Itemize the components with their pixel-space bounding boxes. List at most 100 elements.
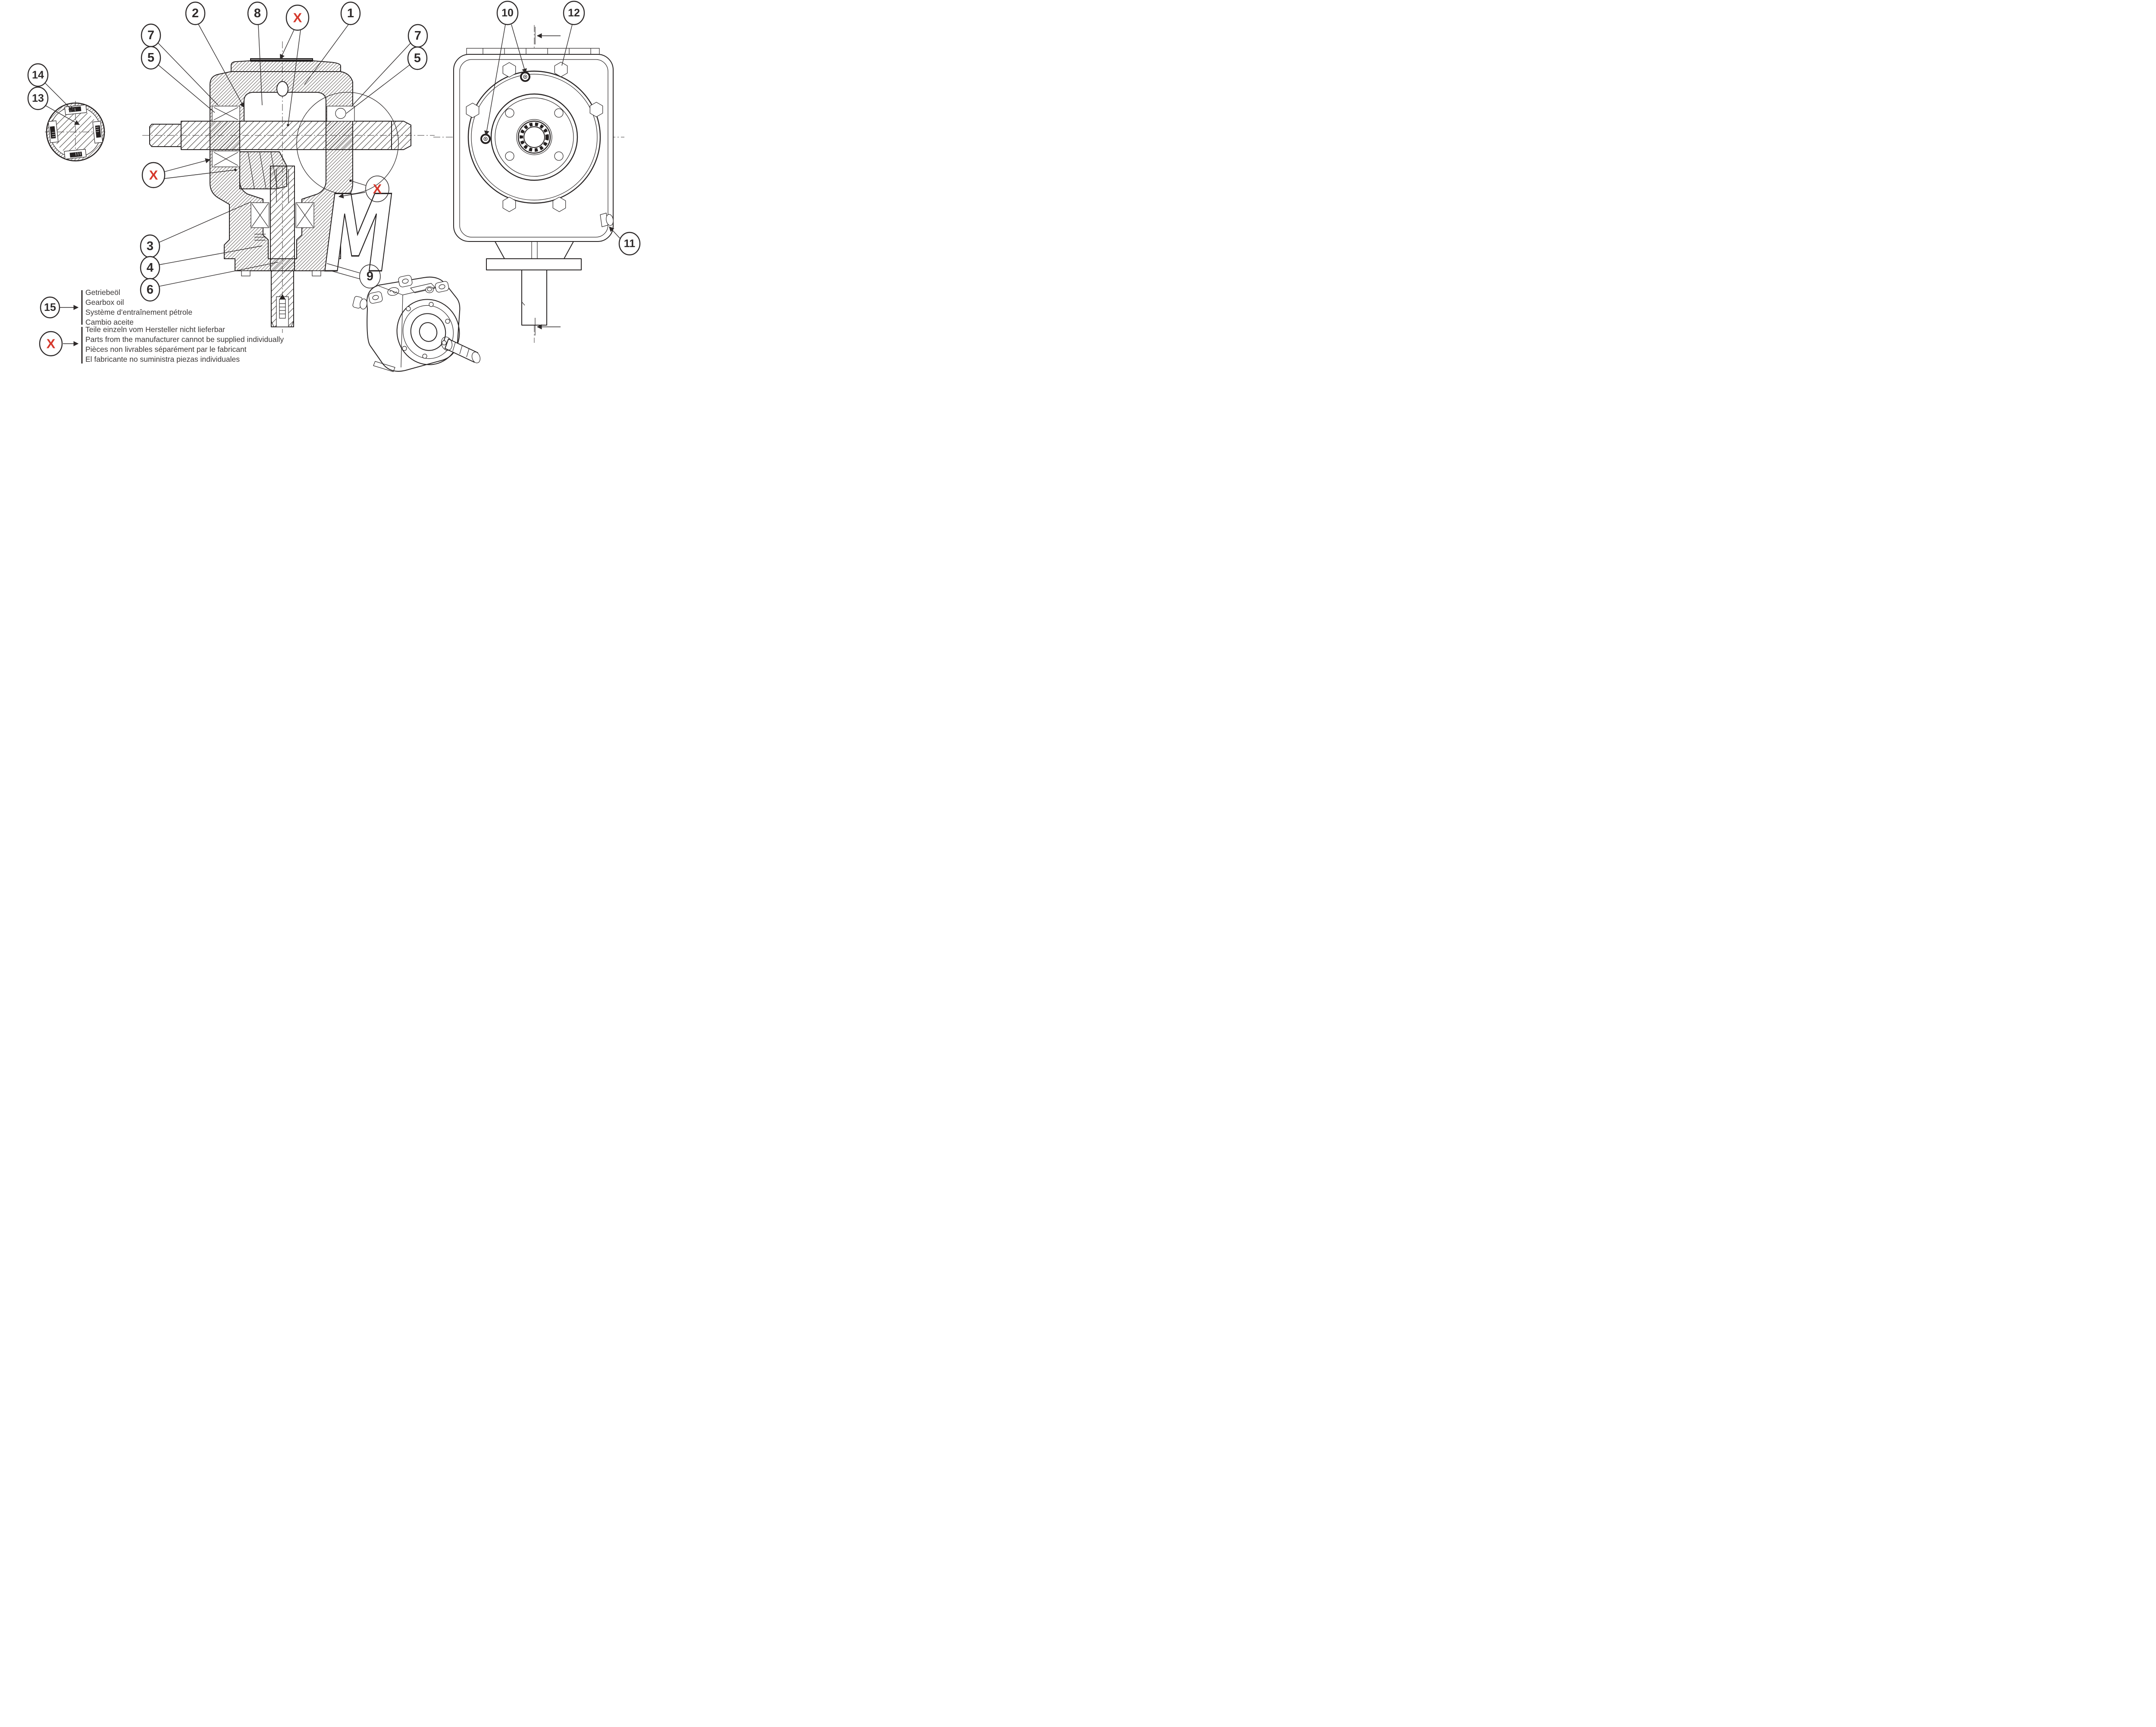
svg-text:M: M xyxy=(323,173,393,296)
svg-text:14: 14 xyxy=(32,69,44,81)
shaft-bore xyxy=(523,126,545,148)
iso-nameplate xyxy=(410,283,436,293)
grease-fitting-upper xyxy=(520,72,530,82)
gearbox-parts-diagram: M 14 13 7 5 2 8 xyxy=(0,0,670,375)
iso-rim-bolts xyxy=(402,302,450,359)
svg-text:X: X xyxy=(373,182,382,197)
callout-11: 11 xyxy=(618,232,641,256)
iso-view xyxy=(352,275,481,372)
legend-oil-line-es: Cambio aceite xyxy=(85,318,134,326)
svg-text:15: 15 xyxy=(44,301,56,313)
output-shaft-section xyxy=(271,270,294,327)
svg-text:X: X xyxy=(47,336,56,351)
detail-circle xyxy=(296,92,399,194)
input-shaft-right-end xyxy=(391,121,411,150)
dimension-arrow-bottom xyxy=(535,318,561,335)
svg-text:13: 13 xyxy=(32,92,44,104)
iso-input-stub xyxy=(352,296,367,310)
bearing-lower-left xyxy=(251,202,270,241)
svg-text:6: 6 xyxy=(147,283,154,297)
grease-fitting-lower xyxy=(480,134,491,144)
svg-text:X: X xyxy=(149,168,158,183)
callout-7-left: 7 xyxy=(141,23,161,47)
svg-text:1: 1 xyxy=(347,6,354,20)
callout-5-left: 5 xyxy=(141,46,161,70)
output-shaft-front xyxy=(521,270,547,326)
svg-text:7: 7 xyxy=(147,28,154,42)
iso-shaft-end xyxy=(471,351,481,364)
housing-outline xyxy=(453,54,614,242)
face-circle xyxy=(467,70,601,204)
lower-bell xyxy=(495,241,574,259)
breather-plug xyxy=(600,213,614,227)
callout-1: 1 xyxy=(340,1,361,25)
cover-circle-inner xyxy=(495,97,574,177)
callout-14: 14 xyxy=(27,63,49,87)
svg-text:X: X xyxy=(293,10,302,25)
iso-shaft-collar xyxy=(441,336,453,351)
svg-text:8: 8 xyxy=(254,6,261,20)
diagram-canvas: M 14 13 7 5 2 8 xyxy=(0,0,670,375)
oil-fill-bore xyxy=(276,81,288,97)
input-shaft-left-stub xyxy=(149,124,182,147)
bearing-top-left xyxy=(212,106,240,122)
svg-text:12: 12 xyxy=(568,7,580,19)
legend-oil-line-fr: Système d’entraînement pétrole xyxy=(85,308,192,317)
callout-9: 9 xyxy=(359,264,381,288)
svg-text:7: 7 xyxy=(414,29,421,43)
svg-text:5: 5 xyxy=(147,51,154,65)
iso-logo xyxy=(387,287,399,296)
cover-gasket-strip xyxy=(250,58,313,62)
callout-4: 4 xyxy=(140,256,160,280)
callout-8: 8 xyxy=(247,1,268,25)
legend-unavail-line-en: Parts from the manufacturer cannot be su… xyxy=(85,335,284,344)
bearing-mid-left xyxy=(212,150,240,167)
housing-inner-edge xyxy=(459,59,608,238)
callout-13: 13 xyxy=(27,86,49,110)
legend-oil-line-en: Gearbox oil xyxy=(85,298,124,307)
bearing-outer-ring xyxy=(516,119,552,155)
callout-x-top: X xyxy=(285,4,310,31)
svg-text:2: 2 xyxy=(192,6,199,20)
callout-x-right: X xyxy=(365,176,389,202)
cover-hole-ne xyxy=(554,108,564,118)
iso-foot xyxy=(373,361,395,372)
hatched-ring xyxy=(47,103,104,161)
bottom-flange xyxy=(486,258,582,270)
flange-bolt-right xyxy=(312,270,321,276)
cover-hole-sw xyxy=(505,151,514,161)
svg-text:5: 5 xyxy=(414,51,421,65)
section-callouts: 14 13 7 5 2 8 X xyxy=(27,1,428,302)
svg-text:3: 3 xyxy=(147,239,154,253)
legend: 15 Getriebeöl Gearbox oil Système d’entr… xyxy=(39,288,284,364)
callout-10: 10 xyxy=(496,0,519,25)
top-gasket-edge xyxy=(466,48,600,55)
callout-12: 12 xyxy=(563,0,585,25)
legend-unavail-line-de: Teile einzeln vom Hersteller nicht liefe… xyxy=(85,325,225,334)
bearing-top-right xyxy=(326,106,355,122)
flange-bolt-left xyxy=(241,270,251,276)
shaft-section-hatch xyxy=(53,110,98,154)
legend-unavail-line-es: El fabricante no suministra piezas indiv… xyxy=(85,355,240,364)
lower-housing-section xyxy=(210,121,353,271)
svg-text:10: 10 xyxy=(501,7,514,19)
bearing-lower-right xyxy=(295,202,314,228)
pinion-shaft-section xyxy=(270,166,295,271)
iso-top-plug xyxy=(425,286,434,293)
callout-5-right: 5 xyxy=(407,46,428,70)
outer-circle xyxy=(46,102,105,162)
hex-bolts xyxy=(466,62,603,212)
svg-text:9: 9 xyxy=(367,270,373,283)
top-cover-section xyxy=(231,60,341,72)
callout-15: 15 xyxy=(40,296,60,319)
callout-x-legend: X xyxy=(39,331,63,357)
iso-face xyxy=(396,299,460,365)
iso-front-edge xyxy=(401,295,403,368)
front-view: 10 12 11 xyxy=(433,0,641,343)
svg-text:11: 11 xyxy=(624,238,636,250)
callout-6: 6 xyxy=(140,278,160,302)
cover-hole-se xyxy=(554,151,564,161)
watermark-m: M xyxy=(323,172,394,297)
bearing-race xyxy=(517,120,551,154)
legend-unavail-line-fr: Pièces non livrables séparément par le f… xyxy=(85,345,247,354)
